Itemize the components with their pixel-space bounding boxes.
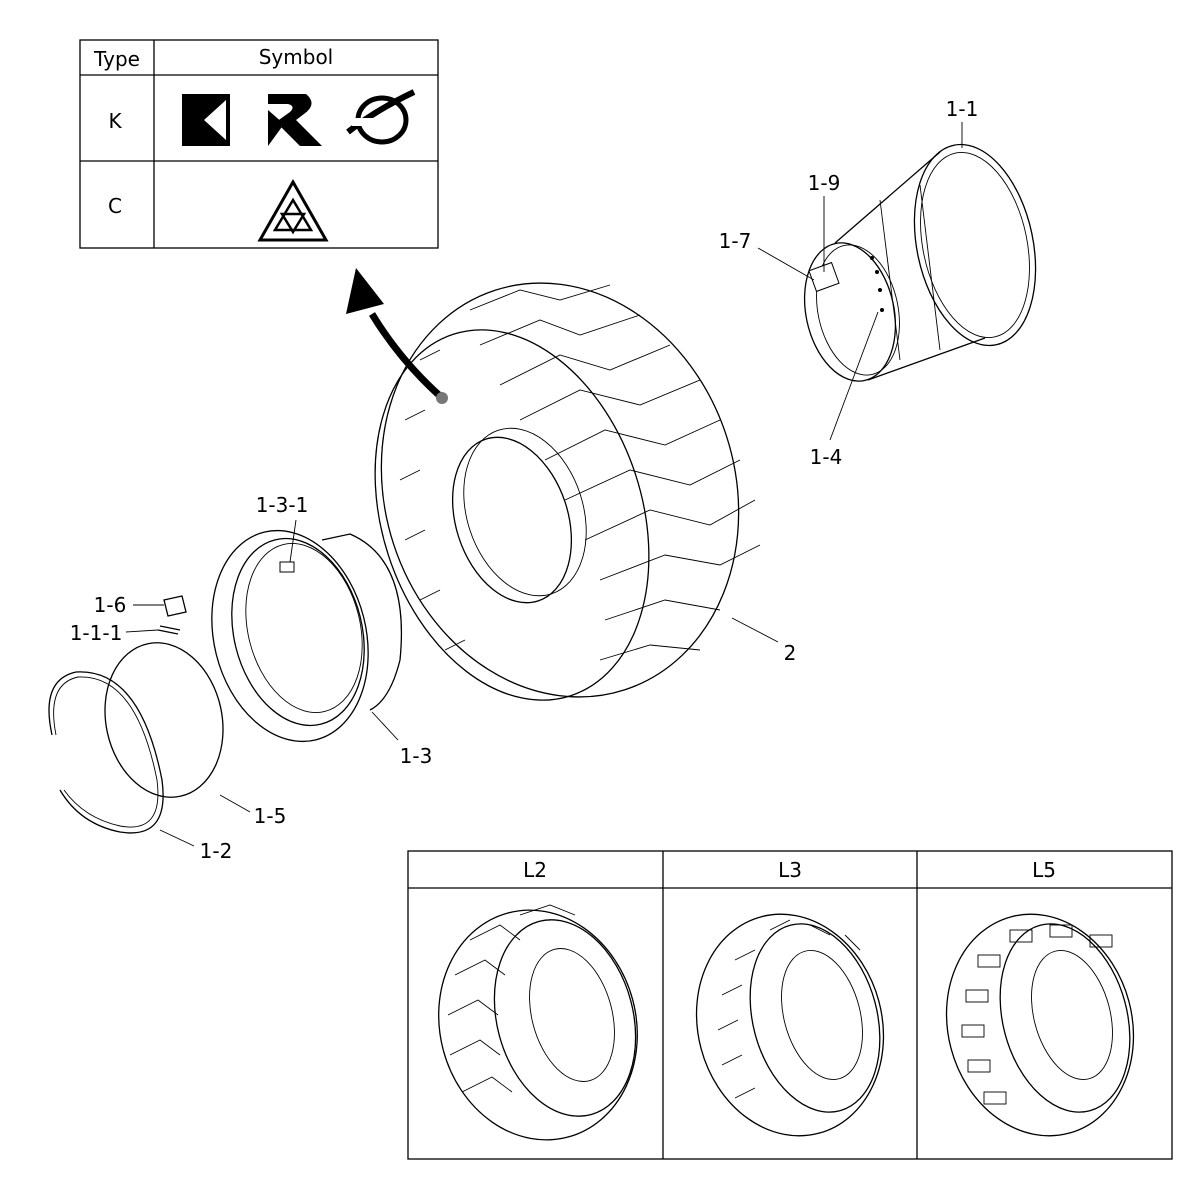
callout-1-1-1: 1-1-1 (70, 621, 123, 645)
lock-ring-1-2 (48, 671, 164, 834)
callout-1-5: 1-5 (254, 804, 287, 828)
tire-l3-image (695, 913, 885, 1137)
variant-table: L2 L3 L5 (407, 850, 1173, 1160)
tread-pattern (399, 284, 761, 661)
symbol-table-header-symbol: Symbol (259, 45, 334, 69)
o-ring-1-5 (104, 642, 224, 798)
symbol-table: Type Symbol K C (79, 39, 439, 249)
r-logo-icon (268, 94, 322, 146)
callout-1-4: 1-4 (810, 445, 843, 469)
triforce-logo-icon (257, 178, 329, 242)
callout-1-3: 1-3 (400, 744, 433, 768)
tire-l5-image (945, 913, 1135, 1137)
k-logo-icon (182, 94, 230, 146)
callout-1-6: 1-6 (94, 593, 127, 617)
variant-header-l2: L2 (523, 858, 547, 882)
pointer-arrow (346, 268, 448, 404)
rim-1-1 (803, 143, 1037, 382)
symbol-table-type-c: C (108, 194, 122, 218)
callout-labels: 1-1 1-9 1-7 1-4 1-3-1 1-6 1-1-1 1-3 1-5 … (70, 97, 979, 863)
callout-1-7: 1-7 (719, 229, 752, 253)
side-ring-1-3 (211, 529, 403, 743)
callout-2: 2 (784, 641, 797, 665)
callout-1-9: 1-9 (808, 171, 841, 195)
symbol-table-type-k: K (108, 109, 122, 133)
leader-lines (125, 122, 963, 847)
tire-l2-image (438, 904, 638, 1141)
symbol-table-header-type: Type (93, 47, 140, 71)
orbit-logo-icon (346, 89, 416, 145)
callout-1-3-1: 1-3-1 (256, 493, 309, 517)
callout-1-1: 1-1 (946, 97, 979, 121)
clip-1-6 (163, 595, 187, 617)
key-1-1-1 (157, 625, 181, 635)
callout-1-2: 1-2 (200, 839, 233, 863)
main-tire (374, 282, 761, 701)
variant-header-l3: L3 (778, 858, 802, 882)
variant-header-l5: L5 (1032, 858, 1056, 882)
